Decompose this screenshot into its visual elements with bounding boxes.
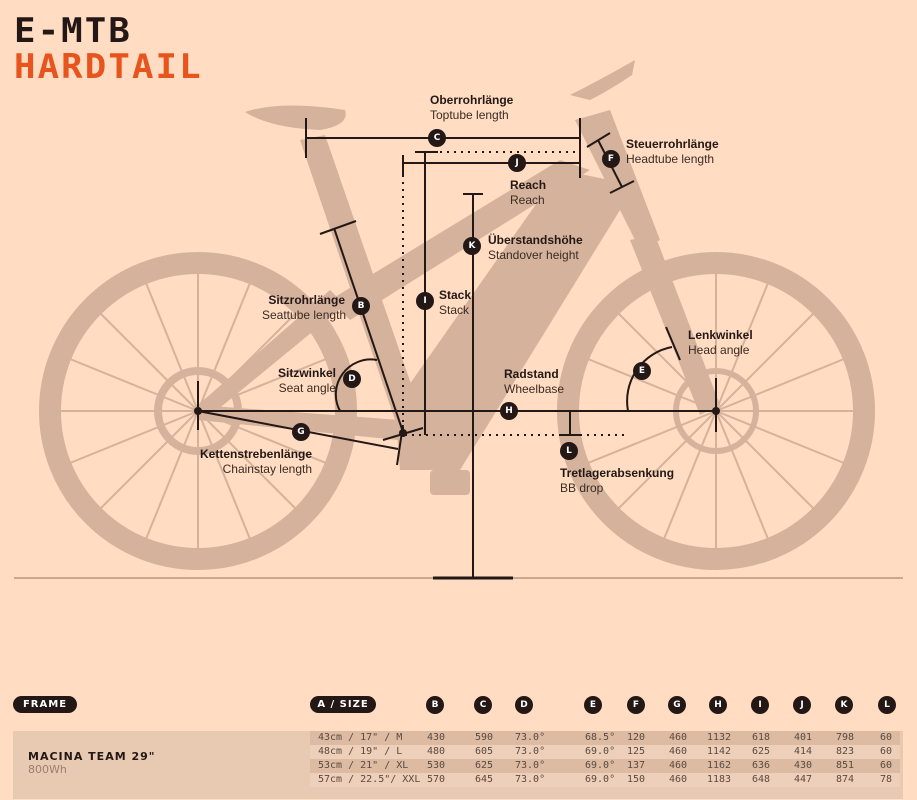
frame-silhouette (198, 60, 720, 495)
col-header-k: K (835, 696, 853, 714)
badge-i: I (416, 292, 434, 310)
table-row: 57cm / 22.5"/ XXL 570 645 73.0° 69.0° 15… (310, 773, 900, 787)
col-header-b: B (426, 696, 444, 714)
title-type: HARDTAIL (14, 47, 203, 87)
table-row: 53cm / 21" / XL 530 625 73.0° 69.0° 137 … (310, 759, 900, 773)
col-header-g: G (668, 696, 686, 714)
col-header-e: E (584, 696, 602, 714)
badge-g: G (292, 423, 310, 441)
badge-d: D (343, 370, 361, 388)
table-row: 43cm / 17" / M 430 590 73.0° 68.5° 120 4… (310, 731, 900, 745)
title-category: E-MTB (14, 11, 132, 51)
badge-e: E (633, 362, 651, 380)
badge-k: K (463, 237, 481, 255)
model-name: MACINA TEAM 29" (28, 750, 156, 763)
col-header-l: L (878, 696, 896, 714)
col-header-i: I (751, 696, 769, 714)
badge-c: C (428, 129, 446, 147)
frame-header-pill: FRAME (13, 696, 77, 713)
badge-f: F (602, 150, 620, 168)
badge-h: H (500, 402, 518, 420)
badge-b: B (352, 297, 370, 315)
size-header-pill: A / SIZE (310, 696, 376, 713)
col-header-c: C (474, 696, 492, 714)
badge-j: J (508, 154, 526, 172)
col-header-f: F (627, 696, 645, 714)
badge-l: L (560, 442, 578, 460)
col-header-d: D (515, 696, 533, 714)
table-row: 48cm / 19" / L 480 605 73.0° 69.0° 125 4… (310, 745, 900, 759)
col-header-h: H (709, 696, 727, 714)
battery-capacity: 800Wh (28, 763, 67, 776)
dotted-guides (402, 151, 625, 436)
col-header-j: J (793, 696, 811, 714)
